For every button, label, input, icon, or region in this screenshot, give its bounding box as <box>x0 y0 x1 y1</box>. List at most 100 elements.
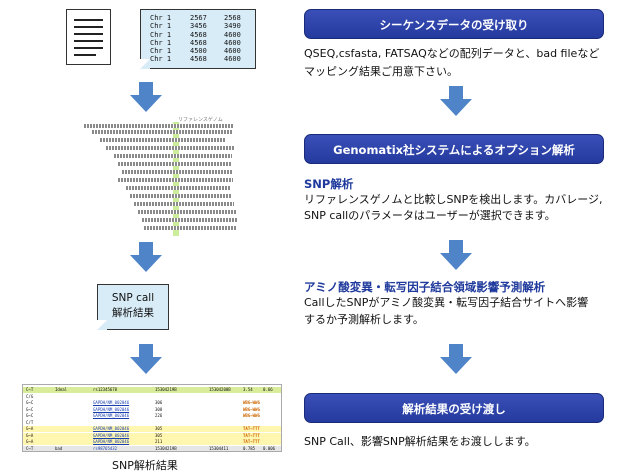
result-cell: 226 <box>155 413 163 418</box>
result-cell: Ideal <box>55 387 68 392</box>
mapping-table-cell: 4568 <box>190 55 207 64</box>
mapping-table-row: Chr 1 4568 4600 <box>150 39 254 47</box>
snp-analysis-text-line2: SNP callのパラメータはユーザーが選択できます。 <box>304 209 556 222</box>
snp-call-sublabel: 解析結果 <box>112 307 154 319</box>
step-genomatix-analysis: Genomatix社システムによるオプション解析 <box>304 134 604 164</box>
mapping-table-cell: Chr 1 <box>150 47 172 56</box>
step-deliver-results: 解析結果の受け渡し <box>304 393 604 423</box>
result-row: C/T <box>23 420 281 426</box>
result-row: C/G <box>23 394 281 400</box>
snp-result-caption: SNP解析結果 <box>112 459 178 472</box>
result-cell: rs98765432 <box>93 445 118 451</box>
result-cell: C/T <box>26 419 34 425</box>
mapping-table-row: Chr 1 3456 3490 <box>150 22 254 30</box>
alignment-read <box>134 202 234 206</box>
mapping-table-cell: Chr 1 <box>150 38 172 47</box>
result-row: C→T bad rs98765432 15304219B 15304411 0.785 0.… <box>23 445 281 451</box>
result-cell: 15304219B <box>155 445 177 451</box>
step1-text-line2: マッピング結果ご用意下さい。 <box>304 65 458 78</box>
result-cell: 308 <box>155 406 163 412</box>
alignment-read <box>84 124 234 128</box>
mapping-table-row: Chr 1 4568 4600 <box>150 55 254 63</box>
mapping-table-cell: 3490 <box>224 22 241 31</box>
down-arrow-icon <box>440 344 472 374</box>
mapping-table-cell: 4568 <box>190 38 207 47</box>
mapping-table-cell: 2567 <box>190 14 207 22</box>
down-arrow-icon <box>440 240 472 270</box>
result-cell: WBG→WWG <box>243 406 260 412</box>
mapping-table-cell: 4568 <box>190 30 207 39</box>
result-cell: 15304411 <box>209 445 229 451</box>
alignment-read <box>114 154 232 158</box>
mapping-table-cell: 3456 <box>190 22 207 31</box>
mapping-table-cell: Chr 1 <box>150 22 172 31</box>
result-cell: GAPDH/NM_002046 <box>93 439 130 444</box>
down-arrow-icon <box>440 86 472 116</box>
result-cell: G→A <box>26 426 34 431</box>
result-cell: GAPDH/NM_002046 <box>93 413 130 418</box>
result-cell: 306 <box>155 400 163 405</box>
alignment-read <box>118 178 233 182</box>
mapping-table-row: Chr 1 2567 2568 <box>150 14 254 22</box>
mapping-table-cell: Chr 1 <box>150 30 172 39</box>
alignment-header: リファレンスゲノム <box>178 117 223 123</box>
result-row: G→A GAPDH/NM_002046 211 TAT→TTT <box>23 439 281 445</box>
result-cell: WBG→WWG <box>243 400 260 405</box>
result-cell: bad <box>55 445 63 451</box>
mapping-table-cell: 2568 <box>224 14 241 22</box>
result-cell: G→C <box>26 413 34 418</box>
result-cell: 15304219B <box>155 387 177 392</box>
result-cell: G→C <box>26 400 34 405</box>
snp-analysis-heading: SNP解析 <box>304 177 354 191</box>
result-cell: GAPDH/NM_002046 <box>93 432 130 438</box>
mapping-table-cell: Chr 1 <box>150 55 172 64</box>
alignment-read <box>118 162 232 166</box>
effect-prediction-heading: アミノ酸変異・転写因子結合領域影響予測解析 <box>304 280 546 294</box>
result-row: G→C GAPDH/NM_002046 226 WBG→WWG <box>23 413 281 419</box>
effect-prediction-text-line1: CallしたSNPがアミノ酸変異・転写因子結合サイトへ影響 <box>304 296 589 309</box>
result-cell: TAT→TTT <box>243 439 260 444</box>
alignment-read <box>92 130 232 134</box>
step-receive-data: シーケンスデータの受け取り <box>304 9 604 39</box>
result-cell: 305 <box>155 432 163 438</box>
result-cell: GAPDH/NM_002046 <box>93 400 130 405</box>
result-cell: rs12345678 <box>93 387 118 392</box>
snp-analysis-text-line1: リファレンスゲノムと比較しSNPを検出します。カバレージ, <box>304 193 603 206</box>
alignment-read <box>138 210 236 214</box>
alignment-read <box>126 186 230 190</box>
alignment-read <box>106 146 234 150</box>
step1-text-line1: QSEQ,csfasta, FATSAQなどの配列データと、bad fileなど <box>304 47 600 60</box>
down-arrow-icon <box>130 242 162 272</box>
result-row: G→C GAPDH/NM_002046 306 WBG→WWG <box>23 400 281 406</box>
alignment-read <box>122 170 232 174</box>
mapping-table-cell: Chr 1 <box>150 14 172 22</box>
result-cell: C→T <box>26 445 34 451</box>
snp-call-label: SNP call <box>111 292 155 304</box>
result-cell: 0.785 <box>243 445 256 451</box>
snp-call-result-document: SNP call 解析結果 <box>97 284 169 330</box>
result-cell: 211 <box>155 439 163 444</box>
down-arrow-icon <box>130 344 162 374</box>
mapping-table-cell: 4600 <box>224 38 241 47</box>
mapping-table-cell: 4600 <box>224 55 241 64</box>
result-cell: 0.006 <box>263 445 276 451</box>
result-cell: TAT→TTT <box>243 432 260 438</box>
result-cell: WBG→WWG <box>243 413 260 418</box>
effect-prediction-text-line2: するか予測解析します。 <box>304 313 424 326</box>
result-cell: 15304200B <box>209 387 231 392</box>
alignment-read <box>100 138 225 142</box>
mapping-table-cell: 4500 <box>190 47 207 56</box>
result-cell: TAT→TTT <box>243 426 260 431</box>
alignment-view: リファレンスゲノム <box>78 116 256 238</box>
result-cell: G→A <box>26 439 34 444</box>
result-cell: G→C <box>26 406 34 412</box>
result-cell: GAPDH/NM_002046 <box>93 406 130 412</box>
result-cell: C→T <box>26 387 34 392</box>
